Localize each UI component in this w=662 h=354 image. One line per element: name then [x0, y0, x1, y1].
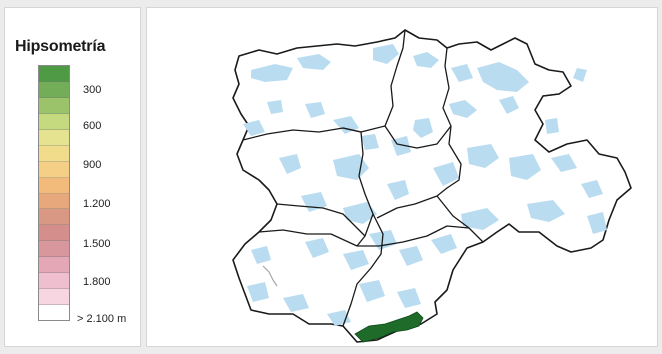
map-panel [146, 7, 658, 347]
legend-swatch [39, 97, 69, 114]
legend-swatch [39, 241, 69, 258]
legend-label-1800: 1.800 [83, 276, 111, 288]
legend-swatch [39, 257, 69, 274]
elevation-color-scale [38, 65, 70, 321]
legend-swatch [39, 145, 69, 162]
legend-swatch [39, 177, 69, 194]
province-boundaries [242, 29, 560, 327]
legend-label-2100: > 2.100 m [77, 313, 127, 325]
legend-swatch [39, 273, 69, 290]
legend-swatch [39, 305, 69, 320]
legend-panel: Hipsometría 300 600 900 1.200 1.500 1.80… [4, 7, 141, 347]
legend-swatch [39, 193, 69, 210]
legend-swatch [39, 209, 69, 226]
legend-swatch [39, 161, 69, 178]
legend-swatch [39, 66, 69, 82]
legend-swatch [39, 289, 69, 306]
lowland-elevation-area [354, 311, 424, 343]
legend-label-1200: 1.200 [83, 198, 111, 210]
region-map [232, 29, 632, 343]
legend-swatch [39, 225, 69, 242]
legend-swatch [39, 81, 69, 98]
legend-label-300: 300 [83, 84, 102, 96]
legend-swatch [39, 113, 69, 130]
legend-label-1500: 1.500 [83, 238, 111, 250]
region-outline [232, 29, 632, 343]
legend-title: Hipsometría [15, 38, 106, 55]
legend-label-900: 900 [83, 159, 102, 171]
water-bodies [243, 44, 607, 326]
legend-swatch [39, 129, 69, 146]
river-line [262, 265, 278, 287]
legend-label-600: 600 [83, 120, 102, 132]
